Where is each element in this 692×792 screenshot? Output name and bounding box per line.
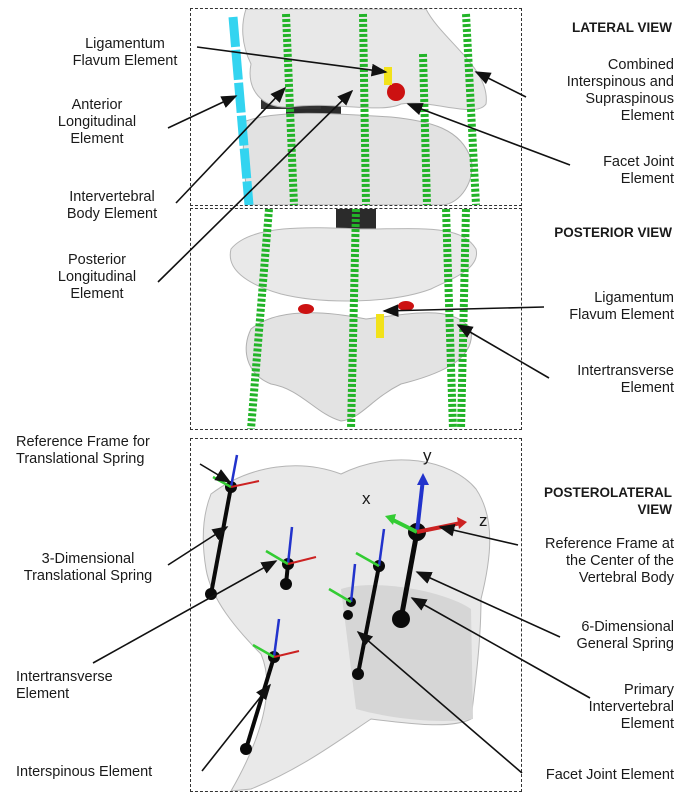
arrow-ligamentum-flavum-mid (384, 307, 544, 311)
arrow-anterior-longitudinal (168, 96, 236, 128)
arrow-combined (476, 72, 526, 97)
arrow-facet-bottom (358, 632, 522, 773)
arrow-ligamentum-flavum-top (197, 47, 386, 72)
arrow-intertransverse-bottom (93, 561, 276, 663)
arrow-intervertebral-body (176, 88, 285, 203)
arrow-facet-top (408, 104, 570, 165)
arrow-interspinous (202, 685, 270, 771)
arrow-6d-spring (417, 572, 560, 637)
arrow-reference-frame-translational (200, 464, 230, 482)
arrow-primary-intervertebral (412, 598, 590, 698)
arrow-3d-spring (168, 527, 227, 565)
arrow-intertransverse-mid (458, 325, 549, 378)
arrow-reference-frame-center (440, 527, 518, 545)
